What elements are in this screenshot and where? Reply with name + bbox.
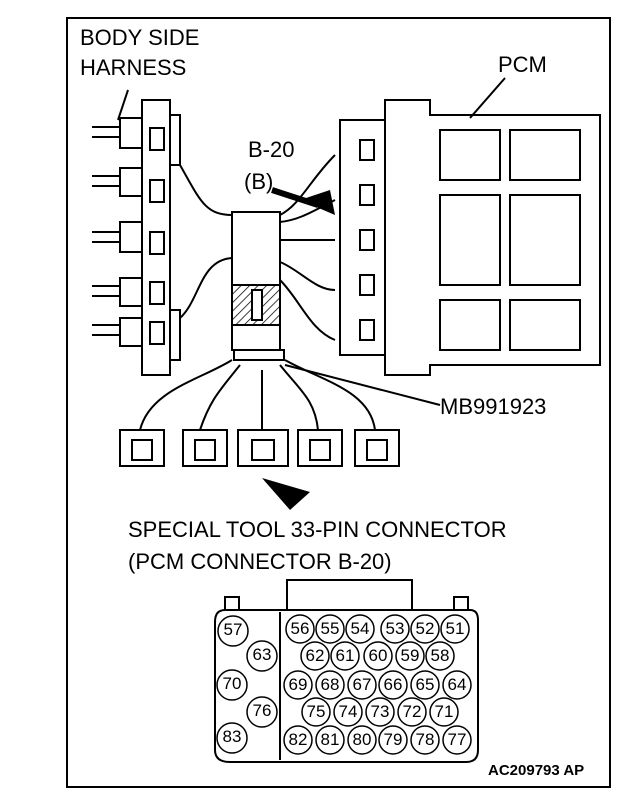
- pin-80: 80: [352, 730, 372, 749]
- pin-79: 79: [383, 730, 403, 749]
- pin-69: 69: [288, 675, 308, 694]
- pin-62: 62: [305, 646, 325, 665]
- pin-53: 53: [385, 619, 405, 638]
- pin-63: 63: [252, 645, 272, 664]
- pin-56: 56: [290, 619, 310, 638]
- caption-line2: (PCM CONNECTOR B-20): [128, 549, 392, 574]
- body-side-wires: [92, 89, 129, 336]
- pointer-triangle: [262, 478, 310, 510]
- pin-72: 72: [402, 702, 422, 721]
- tool-part-number-label: MB991923: [440, 394, 547, 419]
- pcm-leader: [469, 77, 506, 119]
- pin-66: 66: [383, 675, 403, 694]
- pin-61: 61: [335, 646, 355, 665]
- pin-57: 57: [223, 620, 243, 639]
- pcm-label: PCM: [498, 52, 547, 77]
- body-side-harness-label-line2: HARNESS: [80, 55, 187, 80]
- pin-74: 74: [338, 702, 358, 721]
- connector-id-label-line1: B-20: [248, 137, 295, 162]
- pin-65: 65: [415, 675, 435, 694]
- pin-71: 71: [434, 702, 454, 721]
- pin-77: 77: [447, 730, 467, 749]
- pin-81: 81: [320, 730, 340, 749]
- tool-cables: [139, 154, 441, 431]
- figure-reference: AC209793 AP: [488, 762, 585, 779]
- tool-body: [231, 211, 285, 361]
- body-side-connector: [119, 99, 181, 376]
- pin-68: 68: [320, 675, 340, 694]
- tool-small-connectors: [119, 429, 400, 467]
- pin-58: 58: [430, 646, 450, 665]
- pin-51: 51: [445, 619, 465, 638]
- pin-73: 73: [370, 702, 390, 721]
- connector-id-label-line2: (B): [244, 169, 274, 194]
- pcm-body: [339, 99, 601, 376]
- pin-64: 64: [447, 675, 467, 694]
- pin-52: 52: [415, 619, 435, 638]
- caption-line1: SPECIAL TOOL 33-PIN CONNECTOR: [128, 517, 507, 542]
- pin-83: 83: [222, 727, 242, 746]
- pin-70: 70: [222, 674, 242, 693]
- pin-54: 54: [350, 619, 370, 638]
- pin-78: 78: [415, 730, 435, 749]
- pin-82: 82: [288, 730, 308, 749]
- body-side-harness-label-line1: BODY SIDE: [80, 25, 200, 50]
- pin-60: 60: [368, 646, 388, 665]
- pin-59: 59: [400, 646, 420, 665]
- pin-75: 75: [306, 702, 326, 721]
- figure-frame: [66, 17, 611, 788]
- pin-67: 67: [352, 675, 372, 694]
- pin-55: 55: [320, 619, 340, 638]
- pin-76: 76: [252, 701, 272, 720]
